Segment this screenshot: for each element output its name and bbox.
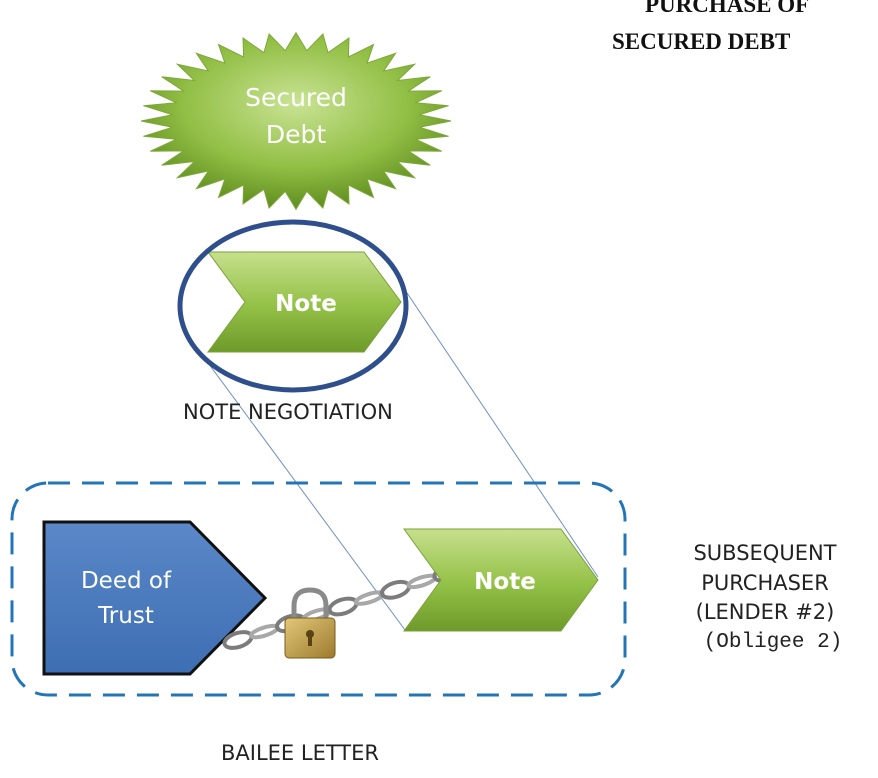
title-line-1: PURCHASE OF [645,0,809,17]
secured-debt-starburst: Secured Debt [140,31,452,211]
deed-of-trust-shape [42,520,268,676]
chain-link [248,623,280,640]
deed-label-line-1: Deed of [81,568,172,594]
chain-link [327,596,359,617]
note-bottom-shape [403,528,599,632]
note-top-shape [207,251,402,353]
connector-line-left [199,351,406,631]
subsequent-purchaser-label: SUBSEQUENT PURCHASER (LENDER #2) (Oblige… [693,541,842,654]
purchaser-line-1: SUBSEQUENT [693,541,836,565]
note-bottom-chevron: Note [403,528,599,632]
note-negotiation-label: NOTE NEGOTIATION [183,400,393,424]
connector-line-right [404,289,599,578]
connector-lines [199,289,599,631]
chain-link [406,573,438,590]
purchaser-line-2: PURCHASER [701,571,829,595]
note-highlight-ellipse [177,219,409,393]
deed-label-line-2: Trust [97,603,154,629]
deed-of-trust-shape-group: Deed of Trust [42,520,268,676]
note-bottom-label: Note [474,569,536,595]
note-top-label: Note [275,291,337,317]
purchaser-line-4: (Obligee 2) [704,631,843,654]
starburst-label-line-2: Debt [266,120,327,149]
starburst-label-line-1: Secured [245,83,347,112]
padlock-icon [284,587,336,659]
bailee-letter-label: BAILEE LETTER [221,741,379,765]
title-line-2: SECURED DEBT [612,29,790,54]
note-top-chevron: Note [207,251,402,353]
chain-link [353,590,385,606]
chain-link [379,579,412,600]
purchaser-line-3: (LENDER #2) [696,600,835,624]
bailee-container [10,481,627,697]
starburst-shape [140,31,452,211]
